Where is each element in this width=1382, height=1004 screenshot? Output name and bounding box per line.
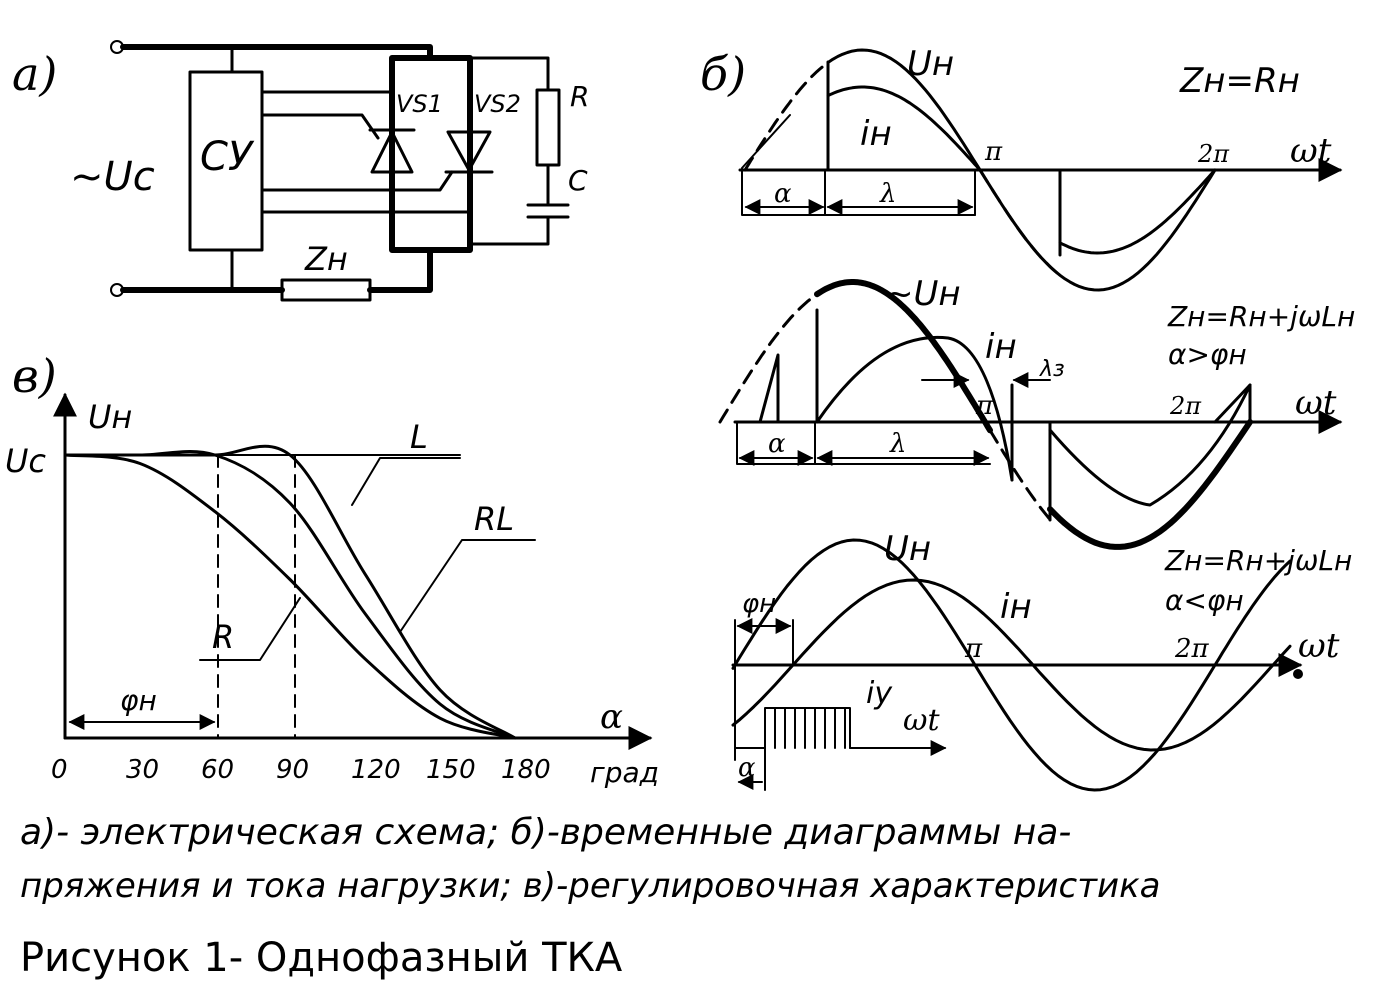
resistor-label: R — [570, 80, 589, 113]
curve-label-R: R — [212, 618, 234, 656]
x-tick-labels: 0 30 60 90 120 150 180 — [51, 755, 551, 785]
d3-current-label: iн — [1000, 587, 1032, 627]
x-unit-label: град — [590, 756, 659, 789]
leader-L — [351, 457, 461, 506]
curve-R — [63, 453, 517, 740]
d3-control-pulse — [734, 707, 851, 749]
x-tick-180: 180 — [501, 755, 551, 785]
top-bus-wire — [120, 44, 433, 61]
d3-voltage-label: Uн — [884, 529, 931, 569]
d1-voltage-dashed — [743, 61, 1062, 277]
control-characteristic-chart: в) Uн Uc α град 0 30 60 90 120 150 180 φн L RL… — [5, 349, 659, 789]
y-tick-uc: Uc — [5, 442, 46, 480]
gate-wire-vs1 — [260, 113, 380, 140]
capacitor-c — [526, 203, 570, 219]
d2-voltage-label: ~Uн — [885, 274, 961, 314]
d3-2pi-label: 2π — [1174, 634, 1210, 664]
vs1-label: VS1 — [396, 90, 443, 118]
curve-L — [63, 444, 517, 740]
caption-line-2: пряжения и тока нагрузки; в)-регулировоч… — [20, 866, 1161, 906]
resistor-r — [535, 88, 561, 167]
panel-c-tag: в) — [12, 349, 57, 403]
x-tick-0: 0 — [51, 755, 68, 785]
control-unit-box — [188, 70, 264, 252]
d2-lambda-label: λ — [889, 429, 906, 459]
d3-condition-label: α<φн — [1165, 584, 1244, 617]
control-unit-label: СУ — [200, 134, 255, 180]
leader-RL — [399, 539, 536, 633]
x-tick-90: 90 — [276, 755, 309, 785]
figure-title: Рисунок 1- Однофазный ТКА — [20, 935, 623, 981]
guide-lines — [217, 454, 296, 739]
vs2-label: VS2 — [474, 90, 521, 118]
thyristor-vs2 — [446, 130, 492, 172]
d3-current-curve — [731, 578, 1292, 752]
y-axis-label: Uн — [88, 398, 132, 436]
x-tick-150: 150 — [426, 755, 476, 785]
d2-axis-label: ωt — [1295, 383, 1337, 423]
d1-pi-label: π — [984, 137, 1003, 167]
capacitor-label: C — [568, 164, 588, 197]
d2-voltage-dashed — [718, 292, 1052, 521]
diagram-inductive-alpha-lt-phi: Uн iн Zн=Rн+jωLн α<φн φн iу ωt α π 2π ωt — [731, 529, 1352, 792]
d2-2pi-label: 2π — [1169, 392, 1202, 420]
d3-pulse-axis-label: ωt — [903, 703, 940, 738]
d2-condition-label: α>φн — [1168, 338, 1247, 371]
d2-tail-pulse — [758, 353, 780, 424]
d1-alpha-label: α — [774, 179, 792, 209]
x-tick-60: 60 — [201, 755, 234, 785]
panel-a-tag: а) — [12, 47, 57, 101]
d2-pi-label: π — [975, 391, 994, 421]
curve-label-RL: RL — [474, 500, 514, 538]
bottom-bus-right — [367, 247, 433, 293]
load-zn — [280, 278, 372, 302]
d2-alpha-label: α — [768, 429, 786, 459]
curves — [63, 444, 517, 740]
d2-lambda-extra-label: λз — [1039, 357, 1065, 382]
d1-lambda-label: λ — [879, 179, 896, 209]
d1-axis-label: ωt — [1290, 131, 1332, 171]
source-voltage-label: ~Uc — [70, 154, 155, 200]
phi-label: φн — [120, 684, 157, 717]
x-tick-30: 30 — [126, 755, 159, 785]
snubber-top-wire — [468, 56, 550, 92]
d1-current-curve — [826, 85, 1217, 255]
x-axis-label: α — [600, 697, 623, 737]
circuit-diagram: а) ~Uc СУ VS1 VS2 R C — [12, 40, 589, 302]
d3-axis-label: ωt — [1298, 626, 1340, 666]
d1-current-label: iн — [860, 114, 892, 154]
d3-voltage-curve — [731, 538, 1292, 792]
d1-2pi-label: 2π — [1197, 140, 1230, 168]
d3-phi-label: φн — [742, 589, 776, 619]
d3-impedance-label: Zн=Rн+jωLн — [1164, 544, 1352, 577]
d2-tail-pulse-2 — [1213, 383, 1252, 424]
d2-impedance-label: Zн=Rн+jωLн — [1167, 300, 1355, 333]
thyristor-frame — [389, 55, 473, 253]
thyristor-vs1 — [370, 130, 414, 174]
d2-current-curve — [815, 335, 1252, 507]
caption-line-1: а)- электрическая схема; б)-временные ди… — [20, 812, 1072, 853]
d2-current-label: iн — [985, 327, 1017, 367]
leader-R — [199, 597, 301, 661]
d1-voltage-label: Uн — [907, 44, 954, 84]
gate-wire-vs2 — [260, 170, 454, 192]
x-tick-120: 120 — [351, 755, 401, 785]
curve-label-L: L — [410, 418, 428, 456]
d1-impedance-label: Zн=Rн — [1179, 61, 1300, 101]
panel-b-tag: б) — [700, 47, 746, 101]
time-diagrams: б) Uн iн Zн=Rн π 2π ωt α λ — [700, 44, 1355, 792]
d3-alpha-label: α — [738, 753, 756, 783]
diagram-resistive: Uн iн Zн=Rн π 2π ωt α λ — [738, 44, 1343, 292]
d3-control-current-label: iу — [866, 676, 893, 711]
load-label: Zн — [304, 240, 348, 278]
d3-pi-label: π — [964, 634, 983, 664]
snubber-bottom-wire — [468, 215, 550, 246]
diagram-inductive-alpha-gt-phi: ~Uн iн Zн=Rн+jωLн α>φн λз π 2π ωt α λ — [718, 274, 1355, 550]
